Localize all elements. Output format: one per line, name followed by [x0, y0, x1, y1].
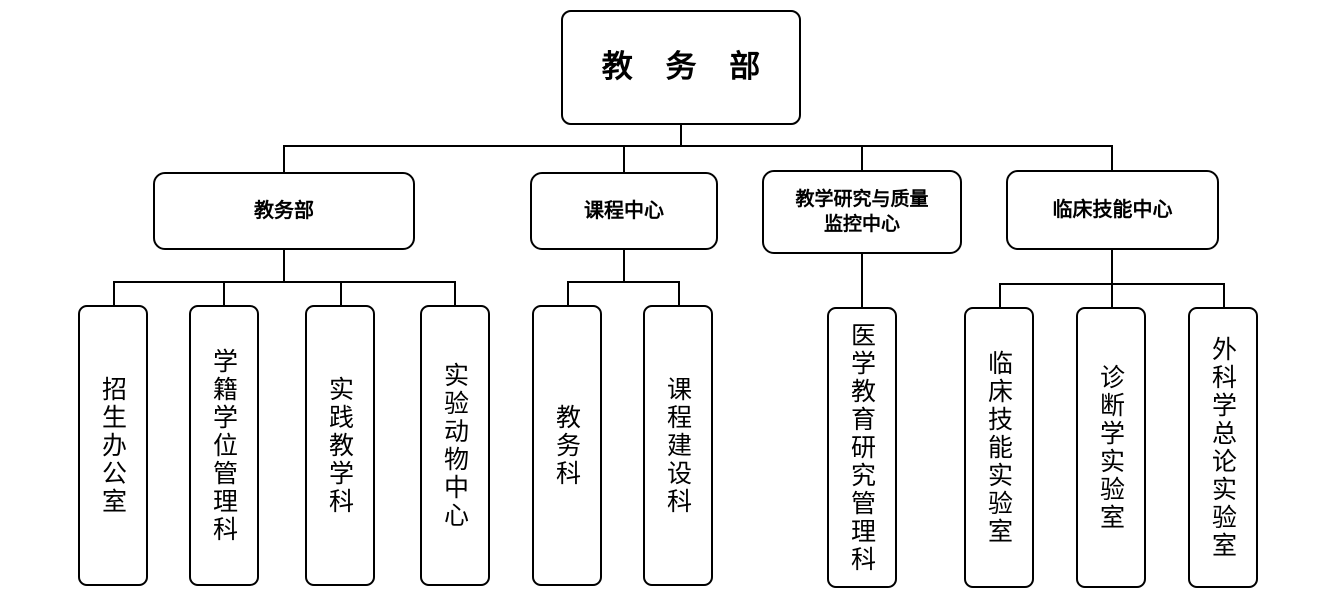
- node-label: 教务部: [254, 198, 314, 223]
- connector-stem-jiaowubu: [283, 250, 285, 282]
- node-leaf-waikexuezonglunshiyanshi[interactable]: 外科学总论实验室: [1188, 307, 1258, 588]
- node-label: 学籍学位管理科: [209, 347, 239, 544]
- connector-bus-kechengzhongxin: [567, 281, 680, 283]
- node-lvl2-kechengzhongxin[interactable]: 课程中心: [530, 172, 718, 250]
- node-leaf-kechengjiansheke[interactable]: 课程建设科: [643, 305, 713, 586]
- node-leaf-zhenduanxueshiyanshi[interactable]: 诊断学实验室: [1076, 307, 1146, 588]
- connector-root-stem: [680, 125, 682, 146]
- node-label: 招生办公室: [98, 375, 128, 516]
- node-label: 课程建设科: [663, 375, 693, 516]
- connector-drop-leaf-9: [1223, 283, 1225, 308]
- connector-bus-jiaowubu: [113, 281, 456, 283]
- node-leaf-yixuejiaoyuyanjiuguanlike[interactable]: 医学教育研究管理科: [827, 307, 897, 588]
- node-label: 诊断学实验室: [1096, 363, 1126, 532]
- node-label: 教 务 部: [601, 49, 772, 86]
- connector-drop-leaf-5: [567, 281, 569, 306]
- connector-drop-leaf-3: [340, 281, 342, 306]
- node-leaf-shiyandongwuzhongxin[interactable]: 实验动物中心: [420, 305, 490, 586]
- connector-stem-jiaoxueyanjiu: [861, 254, 863, 308]
- node-leaf-shijianjiaoxueke[interactable]: 实践教学科: [305, 305, 375, 586]
- node-leaf-xuejixueweiguanlike[interactable]: 学籍学位管理科: [189, 305, 259, 586]
- node-leaf-jiaowuke[interactable]: 教务科: [532, 305, 602, 586]
- connector-main-bus: [283, 145, 1113, 147]
- node-lvl2-linchuangjineng[interactable]: 临床技能中心: [1006, 170, 1219, 250]
- node-label: 教学研究与质量 监控中心: [795, 187, 929, 235]
- node-label: 临床技能中心: [1052, 197, 1173, 222]
- connector-drop-leaf-1: [113, 281, 115, 306]
- node-label: 教务科: [552, 403, 582, 488]
- connector-drop-leaf-8: [1111, 283, 1113, 308]
- connector-drop-lvl2-1: [283, 145, 285, 172]
- connector-drop-leaf-7: [999, 283, 1001, 308]
- connector-stem-kechengzhongxin: [623, 250, 625, 282]
- connector-drop-lvl2-4: [1111, 145, 1113, 172]
- connector-stem-linchuangjineng: [1111, 250, 1113, 284]
- connector-drop-lvl2-2: [623, 145, 625, 172]
- node-label: 外科学总论实验室: [1208, 335, 1238, 560]
- connector-drop-leaf-4: [454, 281, 456, 306]
- node-root-jiaowubu[interactable]: 教 务 部: [561, 10, 801, 125]
- node-label: 医学教育研究管理科: [847, 321, 877, 574]
- node-label: 课程中心: [584, 198, 664, 223]
- connector-drop-lvl2-3: [861, 145, 863, 172]
- node-lvl2-jiaowubu[interactable]: 教务部: [153, 172, 415, 250]
- connector-drop-leaf-2: [223, 281, 225, 306]
- node-leaf-zhaoshengbangongshi[interactable]: 招生办公室: [78, 305, 148, 586]
- connector-drop-leaf-6: [678, 281, 680, 306]
- node-label: 临床技能实验室: [984, 349, 1014, 546]
- node-leaf-linchuangjinengshiyanshi[interactable]: 临床技能实验室: [964, 307, 1034, 588]
- node-lvl2-jiaoxueyanjiu[interactable]: 教学研究与质量 监控中心: [762, 170, 962, 254]
- node-label: 实践教学科: [325, 375, 355, 516]
- node-label: 实验动物中心: [440, 361, 470, 530]
